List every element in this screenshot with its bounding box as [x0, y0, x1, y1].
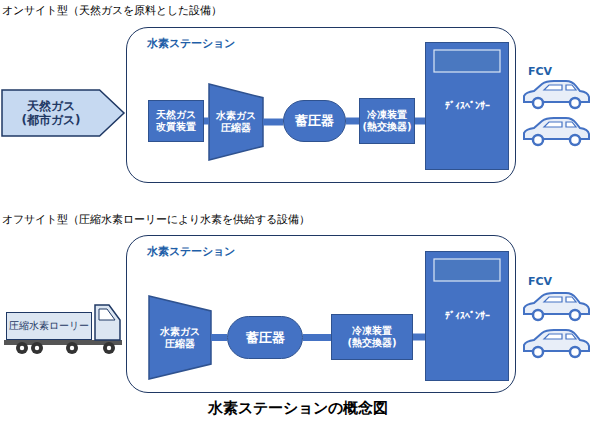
car-icon	[524, 293, 589, 320]
vehicle-label: FCV	[528, 65, 552, 78]
car-window	[544, 85, 576, 90]
station-boundary: 水素ステーション水素ガス 圧縮器 蓄圧器 冷凍装置 (熱交換器) ﾃﾞｨｽﾍﾟﾝｻｰ	[126, 235, 516, 393]
car-body	[524, 293, 589, 314]
section-label: オンサイト型（天然ガスを原料とした設備）	[2, 3, 222, 18]
truck-wheel	[103, 342, 115, 354]
node-text: 天然ガス 改質装置	[150, 109, 202, 133]
car-wheel	[533, 347, 543, 357]
section-label: オフサイト型（圧縮水素ローリーにより水素を供給する設備）	[2, 212, 310, 227]
car-icon	[524, 118, 589, 145]
node-text: ﾃﾞｨｽﾍﾟﾝｻｰ	[445, 100, 490, 112]
shape-outline-polygon	[149, 296, 211, 379]
car-icon	[524, 81, 589, 108]
station-heading: 水素ステーション	[147, 245, 235, 258]
node-text: 圧縮水素ローリー	[9, 320, 89, 331]
node-text: ﾃﾞｨｽﾍﾟﾝｻｰ	[445, 310, 490, 322]
compressor-shape: 水素ガス 圧縮器	[149, 296, 211, 379]
shape-outline-polygon	[209, 84, 263, 160]
source-arrow-shape: 天然ガス (都市ガス)	[2, 90, 124, 136]
truck-cab	[95, 305, 120, 340]
node-text: 天然ガス (都市ガス)	[2, 99, 100, 128]
dispenser-box: ﾃﾞｨｽﾍﾟﾝｻｰ	[425, 251, 509, 381]
accumulator-pill: 蓄圧器	[283, 100, 346, 142]
car-body	[524, 118, 589, 139]
car-wheel	[570, 135, 580, 145]
diagram-title: 水素ステーションの概念図	[0, 399, 595, 418]
car-wheel	[533, 98, 543, 108]
truck-hub	[20, 346, 24, 350]
chiller-box: 冷凍装置 (熱交換器)	[331, 314, 413, 360]
node-text: 冷凍装置 (熱交換器)	[361, 109, 413, 133]
node-text: 冷凍装置 (熱交換器)	[333, 325, 411, 349]
car-window	[544, 122, 576, 127]
car-wheel	[533, 135, 543, 145]
node-text: 蓄圧器	[246, 330, 285, 346]
trailer-box: 圧縮水素ローリー	[6, 312, 92, 340]
truck-wheel	[31, 342, 43, 354]
shape-outline-polygon	[2, 90, 124, 136]
car-icon	[524, 330, 589, 357]
station-heading: 水素ステーション	[147, 37, 235, 50]
car-wheel	[570, 347, 580, 357]
vehicle-label: FCV	[528, 275, 552, 288]
car-body	[524, 81, 589, 102]
truck-chassis	[4, 340, 122, 345]
truck-window	[99, 309, 115, 320]
car-body	[524, 330, 589, 351]
node-text: 蓄圧器	[295, 113, 334, 129]
node-text: 水素ガス 圧縮器	[149, 326, 211, 350]
truck-hub	[70, 346, 74, 350]
car-window	[544, 334, 576, 339]
station-boundary: 水素ステーション天然ガス 改質装置水素ガス 圧縮器 蓄圧器 冷凍装置 (熱交換器) ﾃ…	[126, 27, 516, 183]
reformer-box: 天然ガス 改質装置	[148, 100, 204, 142]
truck-wheel	[66, 342, 78, 354]
truck-hub	[35, 346, 39, 350]
node-text: 水素ガス 圧縮器	[209, 110, 263, 134]
accumulator-pill: 蓄圧器	[227, 316, 303, 359]
car-window	[544, 297, 576, 302]
chiller-box: 冷凍装置 (熱交換器)	[359, 98, 415, 144]
truck-wheel	[16, 342, 28, 354]
car-wheel	[570, 98, 580, 108]
car-wheel	[570, 310, 580, 320]
compressor-shape: 水素ガス 圧縮器	[209, 84, 263, 160]
truck-hub	[107, 346, 111, 350]
car-wheel	[533, 310, 543, 320]
dispenser-box: ﾃﾞｨｽﾍﾟﾝｻｰ	[425, 42, 509, 170]
